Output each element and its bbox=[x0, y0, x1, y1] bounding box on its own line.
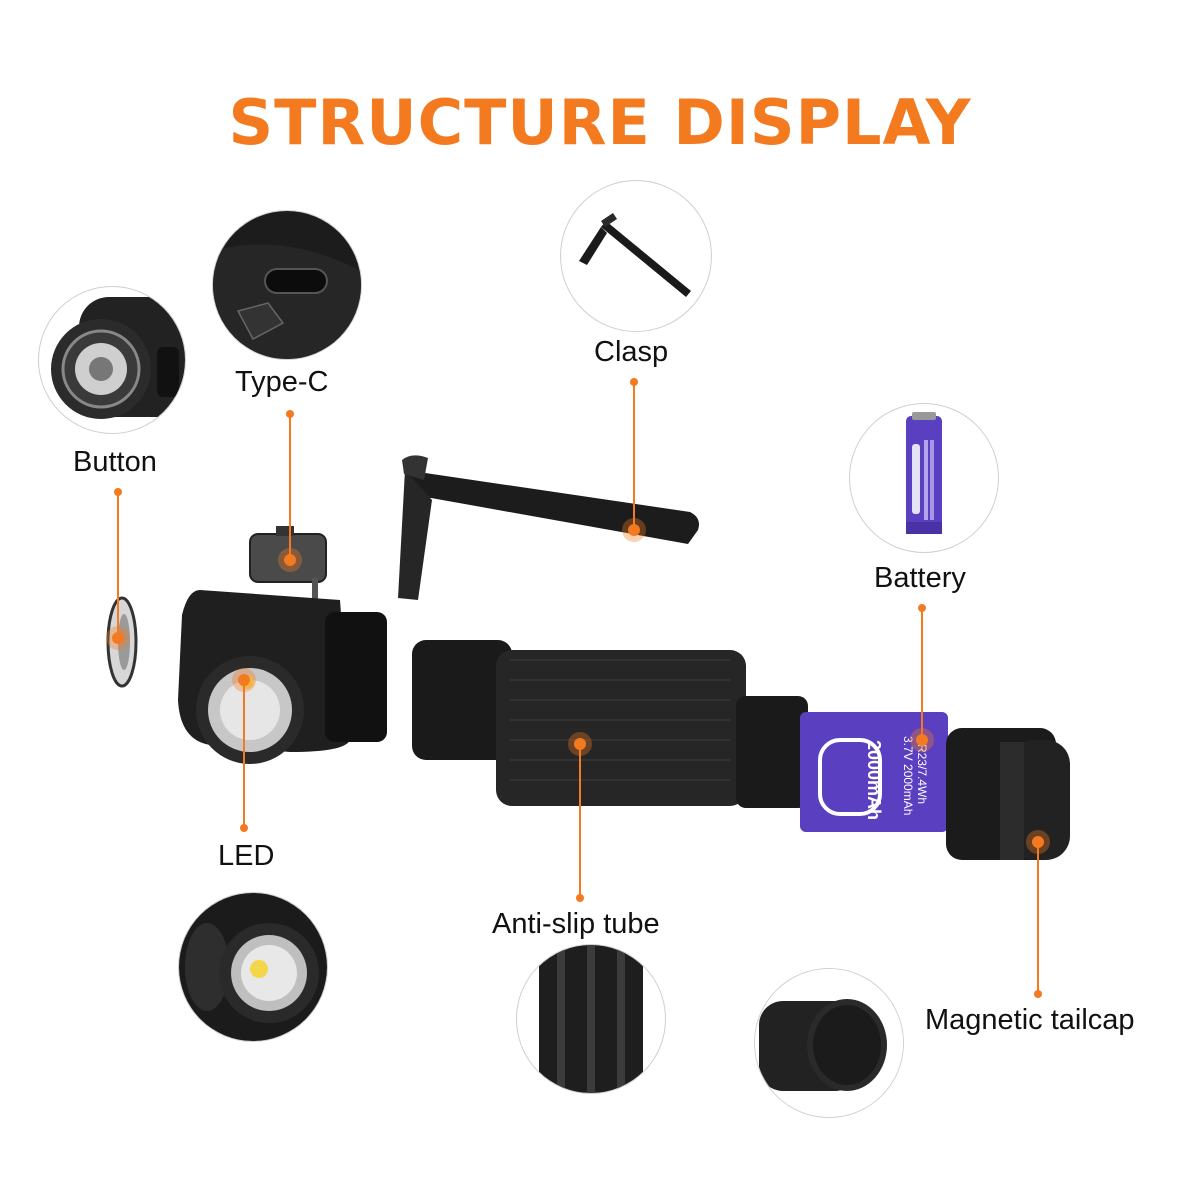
button-part bbox=[106, 596, 138, 688]
battery-closeup-inset bbox=[849, 403, 999, 553]
label-type-c: Type-C bbox=[235, 366, 329, 398]
battery-part: 2000mAh AR23/7.4Wh 3.7V 2000mAh bbox=[800, 712, 948, 832]
tailcap-part bbox=[946, 728, 1070, 860]
label-led: LED bbox=[218, 840, 275, 872]
head-part bbox=[178, 590, 387, 764]
label-clasp: Clasp bbox=[594, 336, 669, 368]
page-title: STRUCTURE DISPLAY bbox=[228, 86, 972, 159]
clasp-part bbox=[398, 455, 699, 600]
battery-spec-line-1: AR23/7.4Wh bbox=[915, 736, 929, 804]
leader-lines bbox=[117, 382, 1039, 994]
label-battery: Battery bbox=[874, 562, 966, 594]
button-closeup-inset bbox=[38, 286, 186, 434]
label-button: Button bbox=[73, 446, 157, 478]
magnetic-tailcap-closeup-image bbox=[755, 969, 903, 1117]
tube-part bbox=[412, 640, 808, 808]
label-magnetic-tailcap: Magnetic tailcap bbox=[925, 1004, 1135, 1036]
led-closeup-inset bbox=[178, 892, 328, 1042]
battery-closeup-image bbox=[906, 412, 942, 534]
type-c-closeup-image bbox=[213, 211, 361, 359]
battery-capacity-text: 2000mAh bbox=[864, 740, 884, 820]
leader-markers bbox=[106, 378, 1050, 998]
clasp-closeup-image bbox=[579, 213, 691, 297]
clasp-closeup-inset bbox=[560, 180, 712, 332]
battery-spec-line-2: 3.7V 2000mAh bbox=[901, 736, 915, 815]
button-closeup-image bbox=[51, 297, 185, 419]
anti-slip-tube-closeup-image bbox=[539, 945, 643, 1093]
led-closeup-image bbox=[179, 893, 327, 1041]
anti-slip-tube-closeup-inset bbox=[516, 944, 666, 1094]
type-c-closeup-inset bbox=[212, 210, 362, 360]
label-anti-slip-tube: Anti-slip tube bbox=[492, 908, 660, 940]
magnetic-tailcap-closeup-inset bbox=[754, 968, 904, 1118]
